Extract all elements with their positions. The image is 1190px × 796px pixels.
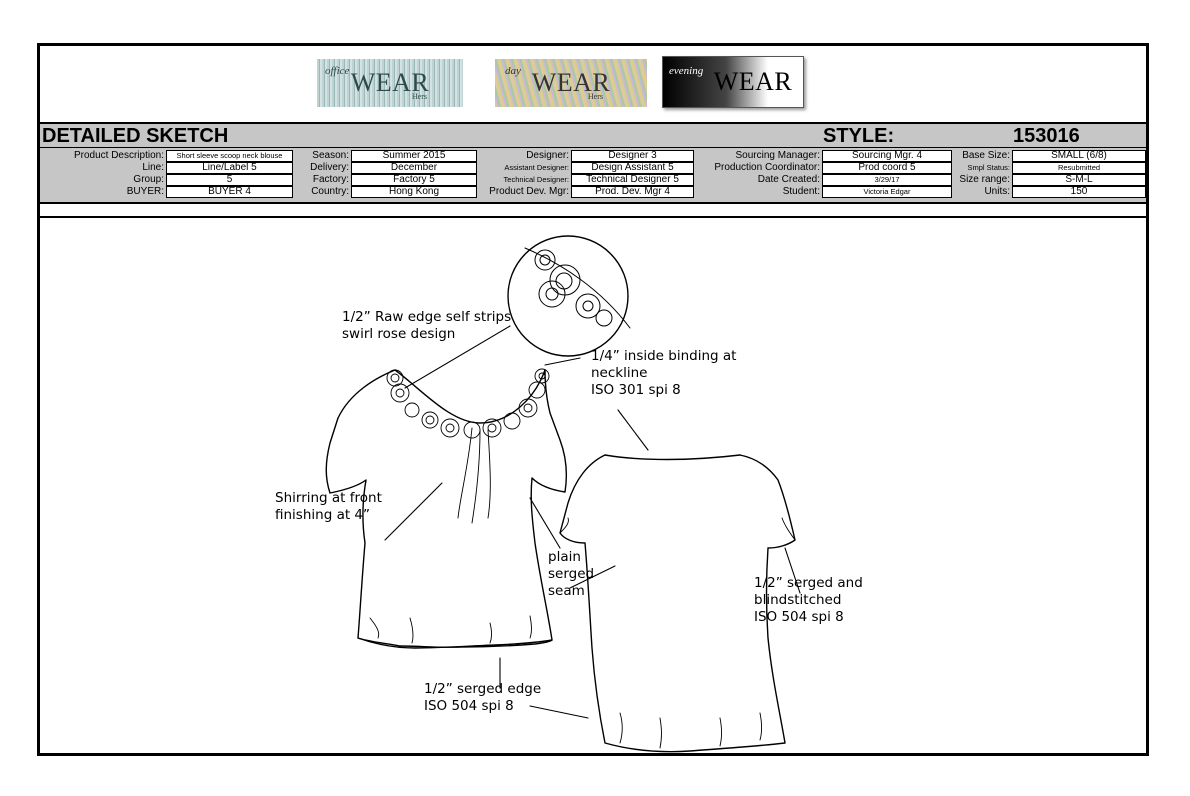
detail-magnifier [507, 235, 631, 357]
spec-label: Smpl Status: [967, 163, 1010, 172]
spec-label: Production Coordinator: [714, 162, 820, 173]
brand-logos: office WEAR Hers day WEAR Hers evening W… [40, 46, 1146, 122]
spec-value: SMALL (6/8) [1012, 150, 1146, 162]
spec-label: Factory: [312, 174, 349, 185]
spec-label: Technical Designer: [503, 175, 569, 184]
front-view [325, 368, 568, 649]
divider [40, 216, 1146, 218]
spec-label: Line: [142, 162, 164, 173]
spec-label: Assistant Designer: [504, 163, 569, 172]
garment-sketch [325, 235, 801, 753]
spec-value: S-M-L [1012, 174, 1146, 186]
spec-value: December [351, 162, 477, 174]
spec-label: Base Size: [962, 150, 1010, 161]
callout-binding: 1/4” inside binding at neckline ISO 301 … [591, 348, 737, 398]
spec-value: Prod. Dev. Mgr 4 [571, 186, 694, 198]
evening-wear-logo: evening WEAR [662, 56, 804, 108]
spec-value: Summer 2015 [351, 150, 477, 162]
spec-value: Prod coord 5 [822, 162, 952, 174]
spec-label: Student: [782, 186, 820, 197]
callout-raw-edge: 1/2” Raw edge self strips swirl rose des… [342, 309, 512, 342]
sketch-area: 1/2” Raw edge self strips swirl rose des… [40, 218, 1146, 753]
spec-label: Product Description: [73, 150, 164, 161]
spec-label: Sourcing Manager: [735, 150, 821, 161]
tech-pack-sheet: office WEAR Hers day WEAR Hers evening W… [37, 43, 1149, 756]
spec-value: Short sleeve scoop neck blouse [166, 150, 293, 162]
spec-label: Designer: [526, 150, 569, 161]
office-wear-logo: office WEAR Hers [317, 59, 463, 107]
spec-value: 3/29/17 [822, 174, 952, 186]
spec-value: 150 [1012, 186, 1146, 198]
spec-label: Units: [984, 186, 1010, 197]
spec-value: Designer 3 [571, 150, 694, 162]
callout-seam: plain serged seam [548, 549, 595, 599]
spec-value: Factory 5 [351, 174, 477, 186]
callout-hem: 1/2” serged edge ISO 504 spi 8 [424, 681, 542, 714]
style-label: STYLE: [823, 125, 895, 147]
style-number: 153016 [1013, 125, 1080, 147]
spec-label: Delivery: [310, 162, 349, 173]
spec-label: Date Created: [757, 174, 820, 185]
spec-value: Line/Label 5 [166, 162, 293, 174]
spec-value: Victoria Edgar [822, 186, 952, 198]
page-title: DETAILED SKETCH [42, 125, 229, 147]
spec-value: Design Assistant 5 [571, 162, 694, 174]
spec-label: Country: [311, 186, 349, 197]
spec-label: Product Dev. Mgr: [489, 186, 569, 197]
spec-value: Technical Designer 5 [571, 174, 694, 186]
back-view [559, 454, 796, 753]
callout-shirring: Shirring at front finishing at 4” [275, 490, 382, 523]
spec-value: Resubmitted [1012, 162, 1146, 174]
spec-value: Sourcing Mgr. 4 [822, 150, 952, 162]
spec-value: Hong Kong [351, 186, 477, 198]
spec-grid: Product Description: Short sleeve scoop … [40, 148, 1146, 204]
spec-value: BUYER 4 [166, 186, 293, 198]
day-wear-logo: day WEAR Hers [495, 59, 647, 107]
spec-value: 5 [166, 174, 293, 186]
callout-sleeve: 1/2” serged and blindstitched ISO 504 sp… [754, 575, 863, 625]
callout-leaders [384, 325, 801, 719]
title-bar: DETAILED SKETCH STYLE: 153016 [40, 122, 1146, 148]
spec-label: BUYER: [126, 186, 164, 197]
spec-label: Season: [312, 150, 349, 161]
spec-label: Size range: [959, 174, 1010, 185]
spec-label: Group: [133, 174, 164, 185]
